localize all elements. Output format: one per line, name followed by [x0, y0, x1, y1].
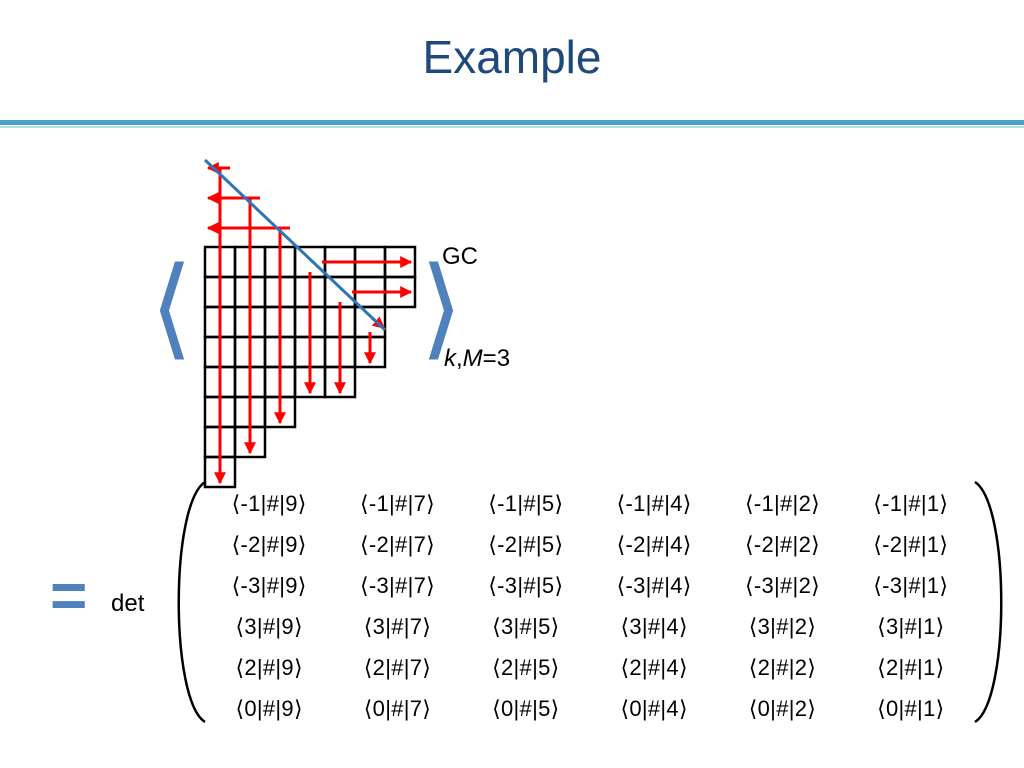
- matrix-row: ⟨3|#|9⟩ ⟨3|#|7⟩ ⟨3|#|5⟩ ⟨3|#|4⟩ ⟨3|#|2⟩ ⟨3|#|…: [205, 606, 975, 647]
- matrix-cell: ⟨0|#|7⟩: [363, 695, 432, 721]
- matrix-cell: ⟨-3|#|5⟩: [488, 572, 564, 598]
- matrix-cell: ⟨-1|#|4⟩: [616, 490, 692, 516]
- matrix-cell: ⟨3|#|7⟩: [363, 613, 432, 639]
- equals-sign: =: [50, 559, 88, 631]
- title-divider: [0, 120, 1024, 125]
- matrix-row: ⟨-1|#|9⟩ ⟨-1|#|7⟩ ⟨-1|#|5⟩ ⟨-1|#|4⟩ ⟨-1|#|2⟩…: [205, 483, 975, 524]
- matrix-cell: ⟨-3|#|9⟩: [231, 572, 307, 598]
- matrix-right-paren: [974, 480, 1003, 724]
- matrix-cell: ⟨-1|#|2⟩: [744, 490, 820, 516]
- matrix-row: ⟨-3|#|9⟩ ⟨-3|#|7⟩ ⟨-3|#|5⟩ ⟨-3|#|4⟩ ⟨-3|#|2⟩…: [205, 565, 975, 606]
- matrix-cell: ⟨-2|#|7⟩: [359, 531, 435, 557]
- k-m-parameter-label: k,M=3: [444, 345, 510, 373]
- k-symbol: k: [444, 345, 456, 372]
- left-angle-bracket: ⟨: [150, 243, 193, 371]
- matrix-cell: ⟨-3|#|7⟩: [359, 572, 435, 598]
- matrix-cell: ⟨2|#|4⟩: [620, 654, 688, 680]
- matrix-cell: ⟨-2|#|4⟩: [616, 531, 692, 557]
- title-divider-shadow: [0, 126, 1024, 128]
- matrix-cell: ⟨-1|#|5⟩: [488, 490, 564, 516]
- matrix-cell: ⟨2|#|9⟩: [235, 654, 303, 680]
- matrix-cell: ⟨0|#|2⟩: [748, 695, 817, 721]
- slide-title: Example: [422, 31, 602, 83]
- matrix-cell: ⟨-1|#|1⟩: [873, 490, 949, 516]
- matrix-cell: ⟨0|#|9⟩: [235, 695, 303, 721]
- m-value: =3: [482, 345, 511, 372]
- matrix-cell: ⟨3|#|9⟩: [235, 613, 303, 639]
- matrix-cell: ⟨-2|#|5⟩: [488, 531, 564, 557]
- matrix-cell: ⟨2|#|7⟩: [363, 654, 432, 680]
- matrix-cell: ⟨-3|#|1⟩: [873, 572, 949, 598]
- matrix-cell: ⟨-1|#|9⟩: [231, 490, 307, 516]
- matrix-cell: ⟨-2|#|9⟩: [231, 531, 307, 557]
- matrix-cell: ⟨3|#|5⟩: [492, 613, 560, 639]
- matrix-cell: ⟨0|#|4⟩: [620, 695, 688, 721]
- matrix-cell: ⟨-3|#|4⟩: [616, 572, 692, 598]
- matrix-cell: ⟨3|#|4⟩: [620, 613, 688, 639]
- matrix-cell: ⟨-3|#|2⟩: [744, 572, 820, 598]
- diagonal-line: [203, 158, 387, 332]
- matrix-cell: ⟨2|#|1⟩: [877, 654, 945, 680]
- matrix-cell: ⟨0|#|5⟩: [492, 695, 560, 721]
- matrix-cell: ⟨-1|#|7⟩: [359, 490, 435, 516]
- matrix-left-paren: [177, 480, 206, 724]
- gc-label: GC: [442, 243, 478, 270]
- matrix-cell: ⟨2|#|5⟩: [492, 654, 560, 680]
- determinant-matrix: ⟨-1|#|9⟩ ⟨-1|#|7⟩ ⟨-1|#|5⟩ ⟨-1|#|4⟩ ⟨-1|#|2⟩…: [205, 483, 975, 729]
- matrix-row: ⟨0|#|9⟩ ⟨0|#|7⟩ ⟨0|#|5⟩ ⟨0|#|4⟩ ⟨0|#|2⟩ ⟨0|#|…: [205, 688, 975, 729]
- matrix-row: ⟨-2|#|9⟩ ⟨-2|#|7⟩ ⟨-2|#|5⟩ ⟨-2|#|4⟩ ⟨-2|#|2⟩…: [205, 524, 975, 565]
- m-symbol: M: [462, 345, 483, 372]
- k-m-separator: ,: [456, 345, 463, 372]
- matrix-row: ⟨2|#|9⟩ ⟨2|#|7⟩ ⟨2|#|5⟩ ⟨2|#|4⟩ ⟨2|#|2⟩ ⟨2|#|…: [205, 647, 975, 688]
- matrix-cell: ⟨0|#|1⟩: [877, 695, 945, 721]
- det-label: det: [111, 590, 145, 617]
- matrix-cell: ⟨-2|#|1⟩: [873, 531, 949, 557]
- matrix-cell: ⟨-2|#|2⟩: [744, 531, 820, 557]
- matrix-cell: ⟨3|#|2⟩: [748, 613, 817, 639]
- matrix-cell: ⟨3|#|1⟩: [877, 613, 945, 639]
- matrix-cell: ⟨2|#|2⟩: [748, 654, 817, 680]
- right-angle-bracket: ⟩: [420, 243, 463, 371]
